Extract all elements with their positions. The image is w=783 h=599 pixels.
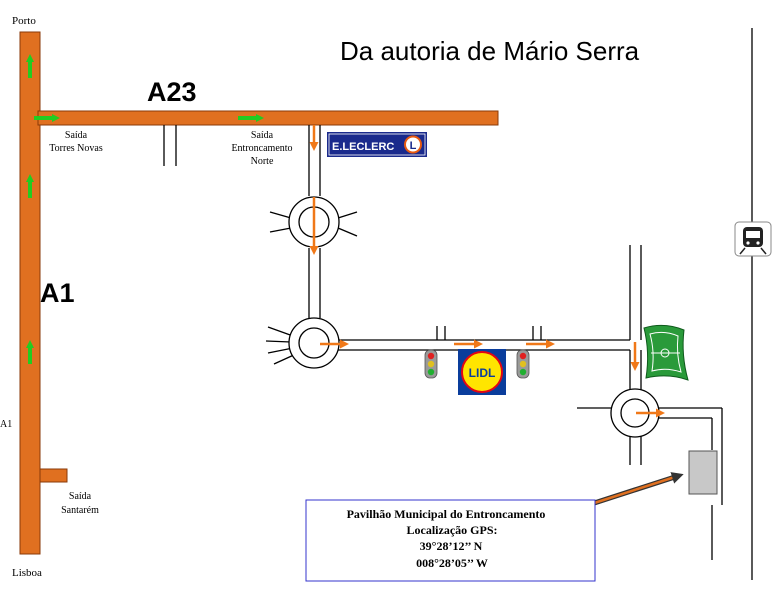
exit-entroncamento-norte: Saída Entroncamento Norte	[231, 130, 292, 167]
map-title: Da autoria de Mário Serra	[340, 36, 640, 66]
lidl-logo: LIDL	[458, 349, 506, 395]
svg-text:E.LECLERC: E.LECLERC	[332, 141, 394, 153]
info-title: Pavilhão Municipal do Entroncamento	[347, 507, 546, 521]
exit-santarem: Saída Santarém	[61, 491, 99, 516]
leclerc-logo: E.LECLERC L	[327, 132, 427, 157]
roundabout-2	[288, 317, 340, 369]
pavilion-building	[688, 450, 718, 495]
svg-text:LIDL: LIDL	[469, 366, 496, 380]
svg-text:Entroncamento: Entroncamento	[231, 143, 292, 154]
svg-text:Santarém: Santarém	[61, 505, 99, 516]
train-icon	[734, 221, 772, 257]
svg-text:L: L	[410, 140, 417, 152]
place-lisboa: Lisboa	[12, 567, 42, 579]
svg-text:Torres Novas: Torres Novas	[49, 143, 103, 154]
place-porto: Porto	[12, 15, 36, 27]
info-gps-label: Localização GPS:	[407, 523, 498, 537]
svg-text:Norte: Norte	[251, 156, 274, 167]
a1-side-label: A1	[0, 419, 12, 430]
svg-text:Saída: Saída	[69, 491, 92, 502]
traffic-light-icon	[424, 349, 438, 379]
traffic-light-icon	[516, 349, 530, 379]
a1-label: A1	[40, 278, 75, 308]
local-roads	[163, 28, 753, 580]
exit-torres-novas: Saída Torres Novas	[49, 130, 103, 154]
a23-highway	[37, 110, 499, 126]
info-longitude: 008°28’05’’ W	[416, 556, 488, 570]
roundabout-3	[610, 388, 660, 438]
info-latitude: 39°28’12’’ N	[420, 539, 483, 553]
a23-label: A23	[147, 77, 197, 107]
stadium-icon	[643, 324, 689, 381]
a1-highway	[19, 31, 68, 555]
pavilion-pointer-arrow	[584, 472, 684, 509]
svg-text:Saída: Saída	[65, 130, 88, 141]
route-arrows	[309, 125, 665, 418]
info-box: Pavilhão Municipal do Entroncamento Loca…	[305, 499, 596, 582]
svg-text:Saída: Saída	[251, 130, 274, 141]
